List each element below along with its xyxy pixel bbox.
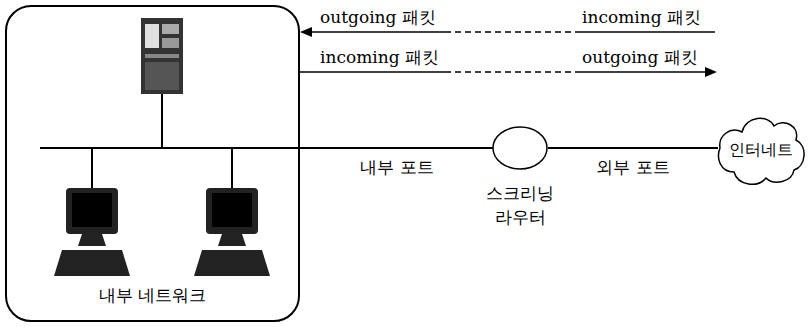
pc-drops: [92, 148, 232, 188]
region-label: 내부 네트워크: [99, 284, 206, 308]
packet-label: incoming 패킷: [318, 46, 441, 68]
network-region: 내부 네트워크: [5, 5, 300, 322]
cloud-label: 인터네트: [729, 139, 793, 161]
pc-icon: [194, 188, 270, 276]
server-drop: [161, 94, 163, 148]
network-link: [548, 147, 718, 149]
router-circle-shape: [492, 126, 548, 170]
packet-label: outgoing 패킷: [580, 46, 700, 68]
router-label: 스크리닝 라우터: [480, 182, 560, 230]
packet-arrow: [300, 67, 717, 77]
bus-line: [40, 147, 300, 149]
packet-label: incoming 패킷: [580, 6, 703, 28]
internet-cloud: 인터네트: [716, 108, 806, 192]
network-link: [300, 147, 494, 149]
port-label: 내부 포트: [358, 156, 435, 178]
packet-arrow: [300, 27, 715, 37]
pc-icon: [54, 188, 130, 276]
server-icon: [141, 18, 183, 94]
port-label: 외부 포트: [594, 156, 671, 178]
packet-label: outgoing 패킷: [318, 6, 438, 28]
router-circle: 스크리닝 라우터: [475, 126, 565, 230]
